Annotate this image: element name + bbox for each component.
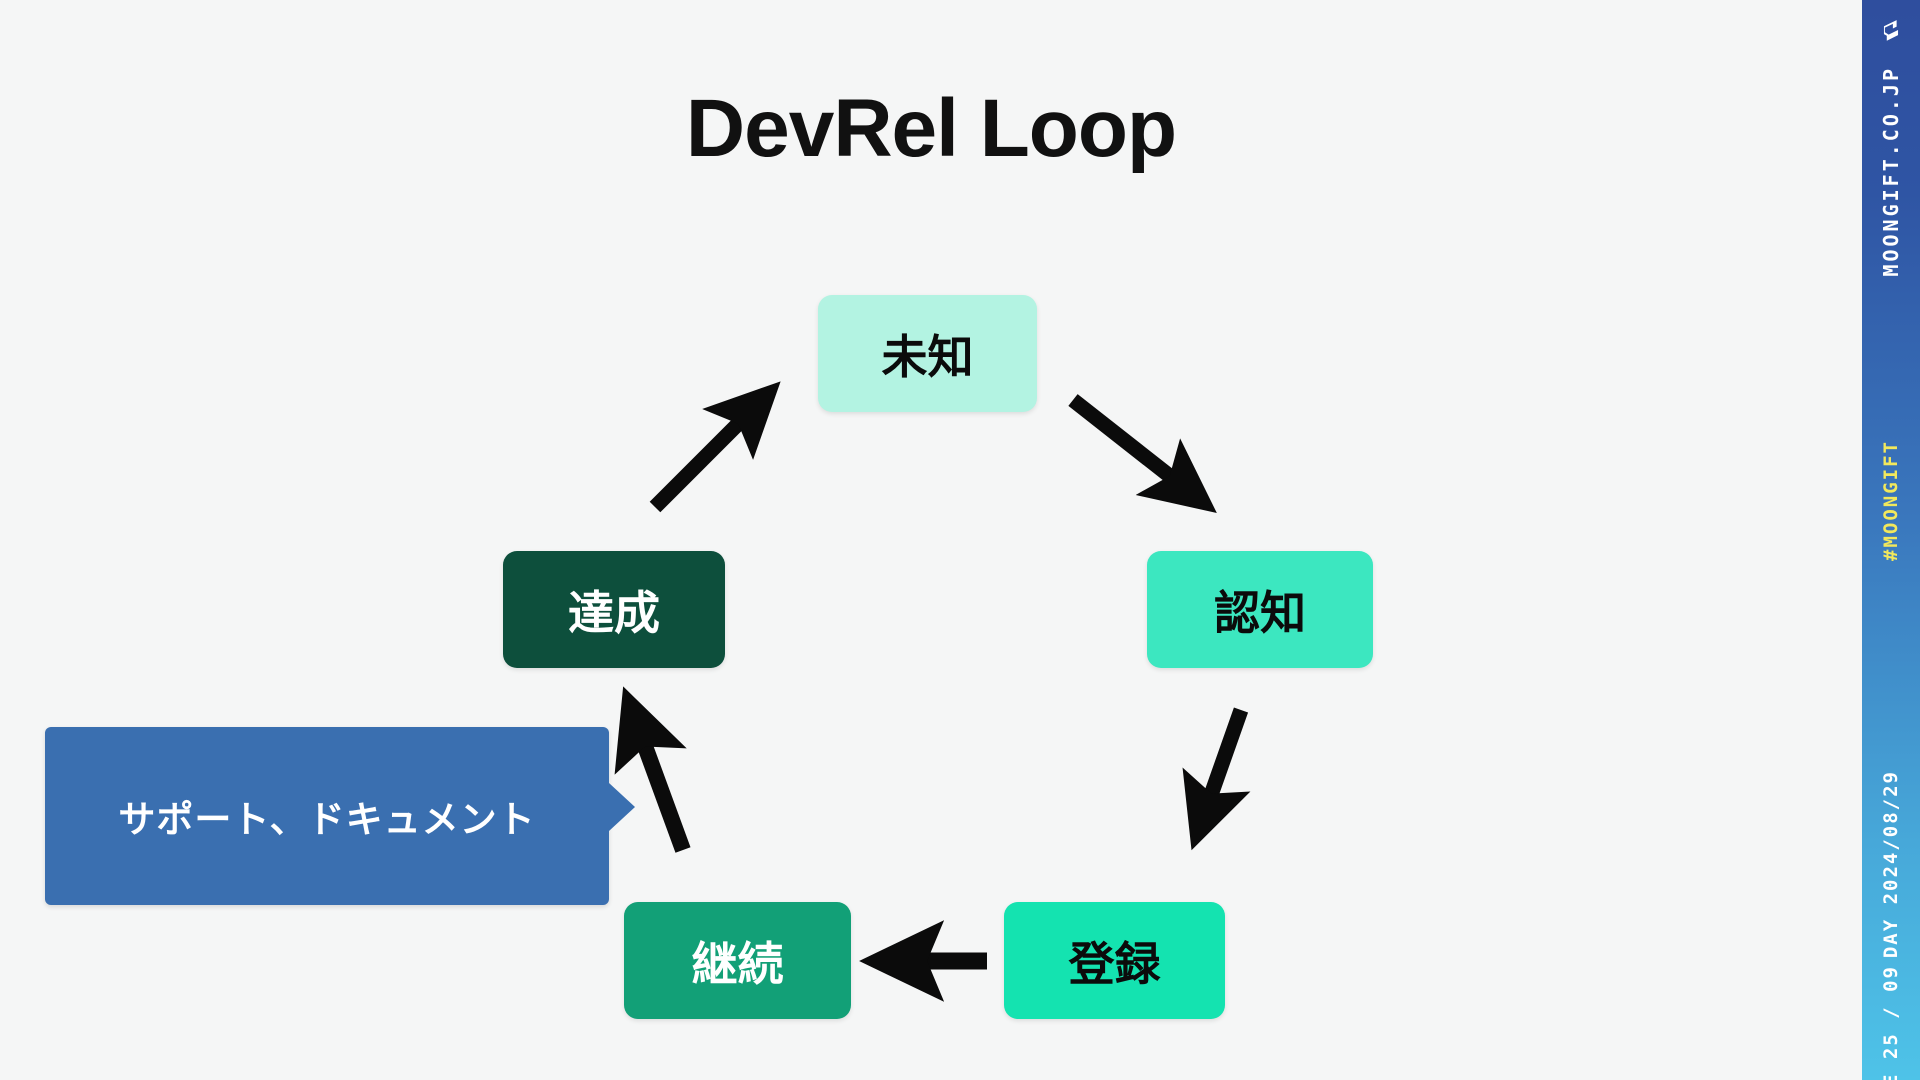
moongift-logo-icon <box>1883 20 1899 41</box>
loop-node-keizoku-label: 継続 <box>691 937 784 990</box>
sidebar-brand-text: MOONGIFT.CO.JP <box>1879 66 1903 277</box>
loop-node-tassei-label: 達成 <box>568 586 660 639</box>
sidebar-page-text: PAGE 25 / 09 <box>1880 965 1902 1080</box>
brand-sidebar: MOONGIFT.CO.JP #MOONGIFT DAY 2024/08/29 … <box>1862 0 1920 1080</box>
sidebar-hashtag-text: #MOONGIFT <box>1880 440 1902 561</box>
page-title: DevRel Loop <box>685 83 1177 174</box>
loop-node-ninchi-label: 認知 <box>1214 586 1306 639</box>
loop-node-touroku-label: 登録 <box>1068 937 1161 990</box>
loop-node-mishi[interactable]: 未知 <box>818 295 1037 412</box>
sidebar-day-text: DAY 2024/08/29 <box>1880 770 1902 959</box>
arrow-ninchi-to-touroku <box>1182 707 1251 851</box>
arrow-keizoku-to-tassei <box>614 686 691 853</box>
loop-node-tassei[interactable]: 達成 <box>503 551 725 668</box>
arrow-tassei-to-mishi <box>649 381 781 513</box>
support-callout-box[interactable]: サポート、ドキュメント <box>45 727 609 905</box>
arrow-mishi-to-ninchi <box>1068 394 1217 514</box>
loop-node-mishi-label: 未知 <box>881 330 974 383</box>
loop-node-touroku[interactable]: 登録 <box>1004 902 1225 1019</box>
loop-node-keizoku[interactable]: 継続 <box>624 902 851 1019</box>
loop-node-ninchi[interactable]: 認知 <box>1147 551 1373 668</box>
support-callout-label: サポート、ドキュメント <box>118 799 536 840</box>
support-callout-tail-icon <box>609 783 635 831</box>
